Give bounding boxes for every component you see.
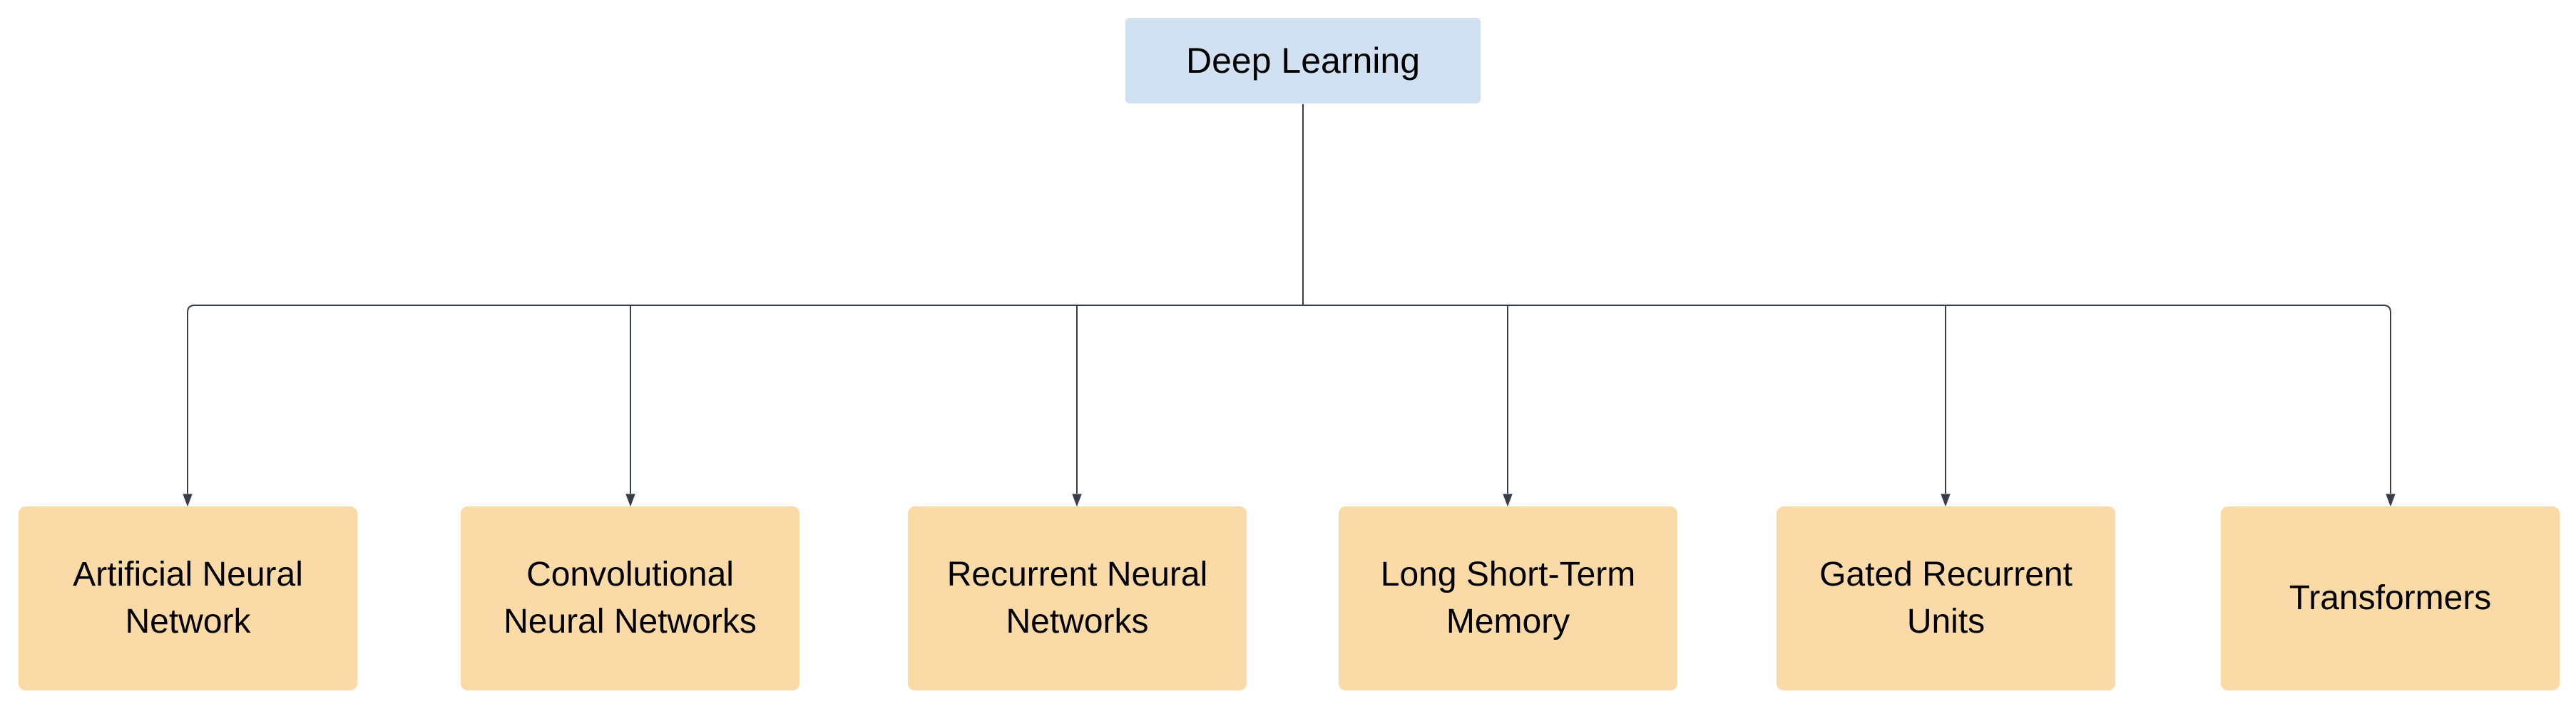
arrowhead-down-icon	[625, 494, 635, 507]
node-label: Convolutional Neural Networks	[504, 555, 757, 641]
node-gated-recurrent-units[interactable]: Gated Recurrent Units	[1777, 506, 2115, 690]
connector-bus	[187, 305, 2391, 494]
node-deep-learning[interactable]: Deep Learning	[1125, 18, 1481, 103]
arrowhead-down-icon	[1503, 494, 1513, 507]
node-label: Transformers	[2289, 578, 2492, 617]
node-label: Gated Recurrent Units	[1819, 555, 2072, 641]
node-recurrent-neural-networks[interactable]: Recurrent Neural Networks	[908, 506, 1247, 690]
arrowhead-down-icon	[2386, 494, 2396, 507]
arrowhead-down-icon	[183, 494, 193, 507]
node-label: Deep Learning	[1185, 40, 1421, 81]
node-label: Recurrent Neural Networks	[946, 555, 1208, 641]
node-label: Artificial Neural Network	[73, 555, 303, 641]
arrowhead-down-icon	[1072, 494, 1082, 507]
node-long-short-term-memory[interactable]: Long Short-Term Memory	[1339, 506, 1677, 690]
node-convolutional-neural-networks[interactable]: Convolutional Neural Networks	[461, 506, 799, 690]
node-artificial-neural-network[interactable]: Artificial Neural Network	[19, 506, 357, 690]
node-transformers[interactable]: Transformers	[2221, 506, 2560, 690]
node-label: Long Short-Term Memory	[1380, 555, 1636, 641]
arrowhead-down-icon	[1941, 494, 1951, 507]
